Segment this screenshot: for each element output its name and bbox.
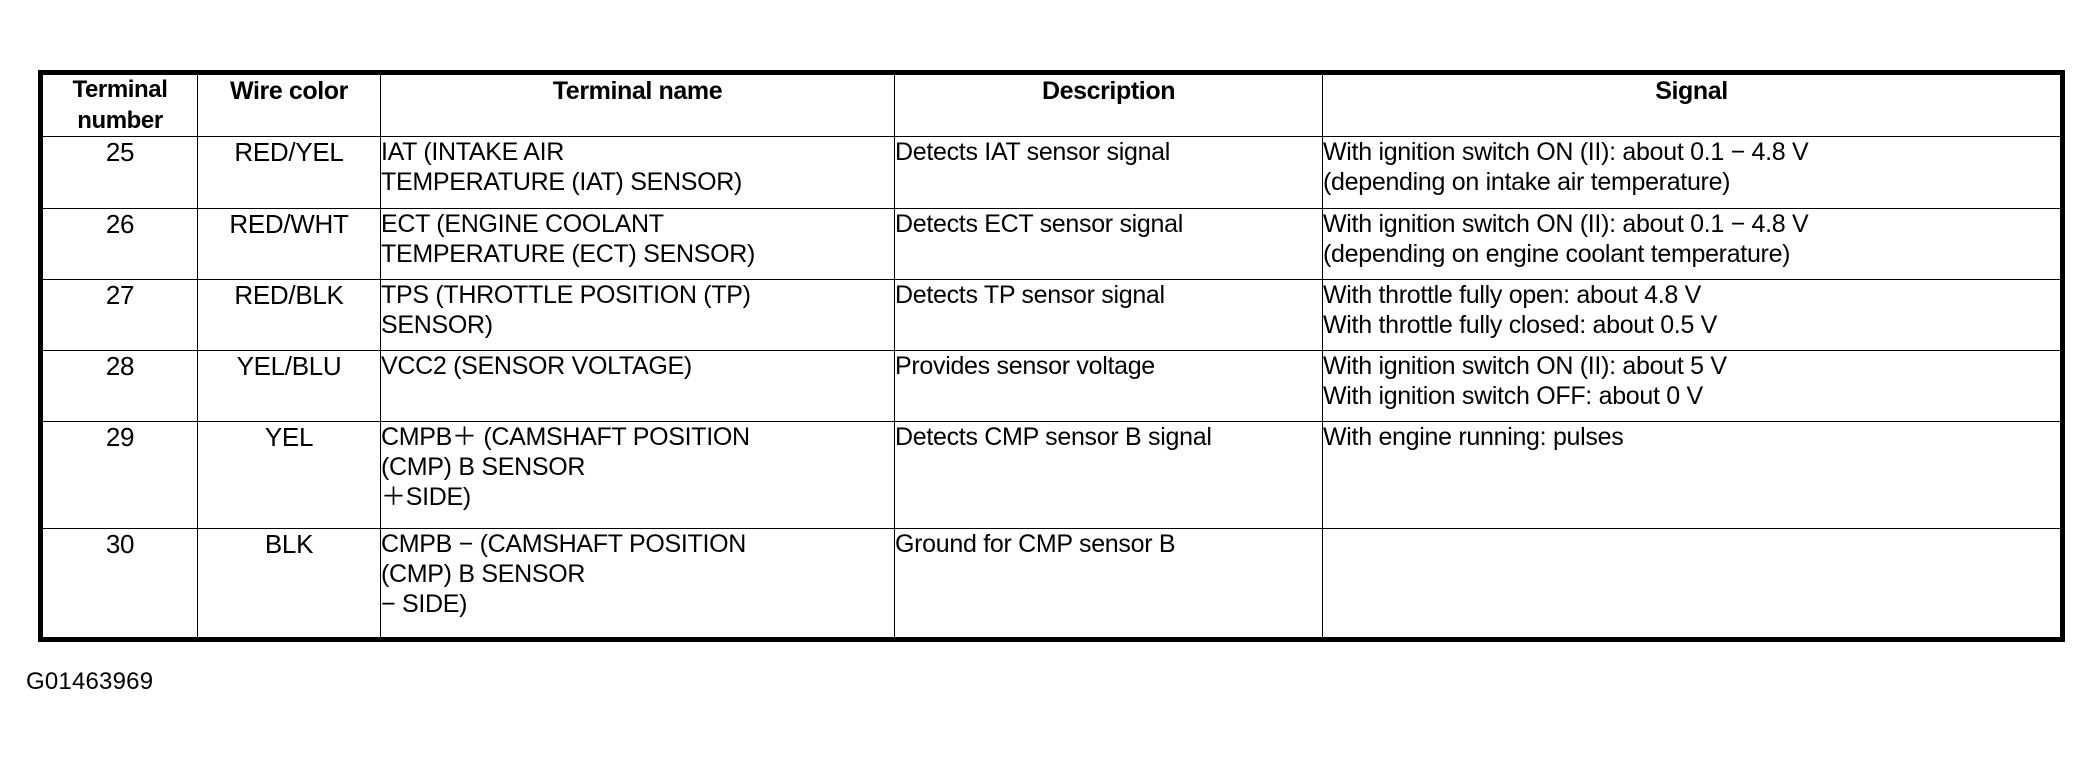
terminal-name-line: TEMPERATURE (ECT) SENSOR) xyxy=(381,240,755,269)
terminal-name-line: ECT (ENGINE COOLANT xyxy=(381,210,664,239)
terminal-number-value: 27 xyxy=(105,280,135,311)
cell-signal: With ignition switch ON (II): about 5 V … xyxy=(1322,350,2063,423)
cell-terminal-name: CMPB − (CAMSHAFT POSITION (CMP) B SENSOR… xyxy=(380,528,895,641)
wire-color-value: YEL xyxy=(264,422,314,453)
terminal-number-value: 26 xyxy=(105,209,135,240)
cell-wire-color: RED/WHT xyxy=(197,208,381,281)
cell-wire-color: YEL xyxy=(197,421,381,530)
terminal-name-line: CMPB＋ (CAMSHAFT POSITION xyxy=(381,423,750,452)
column-header-wire-color-label: Wire color xyxy=(229,77,349,105)
wire-color-value: RED/BLK xyxy=(234,280,344,311)
terminal-name-line: (CMP) B SENSOR xyxy=(381,453,586,482)
table-body: 25 RED/YEL IAT (INTAKE AIR TEMPERATURE (… xyxy=(40,136,2063,641)
cell-description: Provides sensor voltage xyxy=(894,350,1323,423)
table-row: 27 RED/BLK TPS (THROTTLE POSITION (TP) S… xyxy=(40,279,2063,352)
cell-terminal-number: 29 xyxy=(40,421,198,530)
column-header-terminal-name: Terminal name xyxy=(380,71,895,138)
description-line: Ground for CMP sensor B xyxy=(895,530,1176,559)
column-header-description-label: Description xyxy=(1041,77,1176,105)
terminal-name-line: ＋SIDE) xyxy=(381,483,471,512)
cell-description: Detects TP sensor signal xyxy=(894,279,1323,352)
table-header: Terminal number Wire color Terminal name… xyxy=(40,71,2063,138)
cell-description: Detects ECT sensor signal xyxy=(894,208,1323,281)
signal-line: (depending on engine coolant temperature… xyxy=(1323,240,1791,269)
cell-signal: With throttle fully open: about 4.8 V Wi… xyxy=(1322,279,2063,352)
terminal-number-value: 28 xyxy=(105,351,135,382)
cell-wire-color: RED/YEL xyxy=(197,136,381,210)
signal-line: With ignition switch ON (II): about 5 V xyxy=(1323,352,1727,381)
pcm-terminal-table: Terminal number Wire color Terminal name… xyxy=(38,70,2065,643)
column-header-description: Description xyxy=(894,71,1323,138)
terminal-name-line: IAT (INTAKE AIR xyxy=(381,138,565,167)
signal-line: (depending on intake air temperature) xyxy=(1323,168,1731,197)
cell-description: Detects IAT sensor signal xyxy=(894,136,1323,210)
cell-terminal-name: CMPB＋ (CAMSHAFT POSITION (CMP) B SENSOR … xyxy=(380,421,895,530)
cell-terminal-name: IAT (INTAKE AIR TEMPERATURE (IAT) SENSOR… xyxy=(380,136,895,210)
terminal-name-line: (CMP) B SENSOR xyxy=(381,560,586,589)
column-header-terminal-number: Terminal number xyxy=(40,71,198,138)
column-header-terminal-number-line2: number xyxy=(77,106,163,134)
cell-signal: With ignition switch ON (II): about 0.1 … xyxy=(1322,136,2063,210)
wire-color-value: BLK xyxy=(264,529,314,560)
description-line: Detects IAT sensor signal xyxy=(895,138,1171,167)
table-header-row: Terminal number Wire color Terminal name… xyxy=(40,71,2063,138)
cell-terminal-number: 28 xyxy=(40,350,198,423)
cell-description: Detects CMP sensor B signal xyxy=(894,421,1323,530)
description-line: Provides sensor voltage xyxy=(895,352,1155,381)
terminal-number-value: 25 xyxy=(105,137,135,168)
table-row: 25 RED/YEL IAT (INTAKE AIR TEMPERATURE (… xyxy=(40,136,2063,210)
figure-code: G01463969 xyxy=(26,668,154,695)
description-line: Detects CMP sensor B signal xyxy=(895,423,1212,452)
cell-terminal-name: ECT (ENGINE COOLANT TEMPERATURE (ECT) SE… xyxy=(380,208,895,281)
cell-wire-color: YEL/BLU xyxy=(197,350,381,423)
cell-description: Ground for CMP sensor B xyxy=(894,528,1323,641)
cell-signal xyxy=(1322,528,2063,641)
cell-signal: With ignition switch ON (II): about 0.1 … xyxy=(1322,208,2063,281)
column-header-wire-color: Wire color xyxy=(197,71,381,138)
terminal-name-line: CMPB − (CAMSHAFT POSITION xyxy=(381,530,746,559)
signal-line: With engine running: pulses xyxy=(1323,423,1624,452)
wire-color-value: YEL/BLU xyxy=(236,351,342,382)
cell-terminal-name: VCC2 (SENSOR VOLTAGE) xyxy=(380,350,895,423)
signal-line: With throttle fully closed: about 0.5 V xyxy=(1323,311,1718,340)
description-line: Detects TP sensor signal xyxy=(895,281,1165,310)
wire-color-value: RED/WHT xyxy=(229,209,349,240)
terminal-name-line: TPS (THROTTLE POSITION (TP) xyxy=(381,281,751,310)
signal-line: With ignition switch ON (II): about 0.1 … xyxy=(1323,138,1809,167)
signal-line: With throttle fully open: about 4.8 V xyxy=(1323,281,1702,310)
terminal-number-value: 30 xyxy=(105,529,135,560)
cell-signal: With engine running: pulses xyxy=(1322,421,2063,530)
column-header-terminal-name-label: Terminal name xyxy=(552,77,723,105)
cell-terminal-number: 26 xyxy=(40,208,198,281)
cell-wire-color: RED/BLK xyxy=(197,279,381,352)
table-row: 28 YEL/BLU VCC2 (SENSOR VOLTAGE) Provide… xyxy=(40,350,2063,423)
cell-terminal-name: TPS (THROTTLE POSITION (TP) SENSOR) xyxy=(380,279,895,352)
cell-terminal-number: 25 xyxy=(40,136,198,210)
cell-terminal-number: 27 xyxy=(40,279,198,352)
terminal-name-line: VCC2 (SENSOR VOLTAGE) xyxy=(381,352,692,381)
description-line: Detects ECT sensor signal xyxy=(895,210,1183,239)
terminal-name-line: SENSOR) xyxy=(381,311,493,340)
terminal-name-line: TEMPERATURE (IAT) SENSOR) xyxy=(381,168,743,197)
column-header-signal-label: Signal xyxy=(1655,77,1728,105)
wire-color-value: RED/YEL xyxy=(234,137,344,168)
signal-line: With ignition switch OFF: about 0 V xyxy=(1323,382,1703,411)
cell-wire-color: BLK xyxy=(197,528,381,641)
table-row: 29 YEL CMPB＋ (CAMSHAFT POSITION (CMP) B … xyxy=(40,421,2063,530)
signal-line: With ignition switch ON (II): about 0.1 … xyxy=(1323,210,1809,239)
terminal-name-line: − SIDE) xyxy=(381,590,468,619)
table-row: 26 RED/WHT ECT (ENGINE COOLANT TEMPERATU… xyxy=(40,208,2063,281)
terminal-number-value: 29 xyxy=(105,422,135,453)
column-header-terminal-number-line1: Terminal xyxy=(72,76,168,103)
cell-terminal-number: 30 xyxy=(40,528,198,641)
column-header-signal: Signal xyxy=(1322,71,2063,138)
table-row: 30 BLK CMPB − (CAMSHAFT POSITION (CMP) B… xyxy=(40,528,2063,641)
